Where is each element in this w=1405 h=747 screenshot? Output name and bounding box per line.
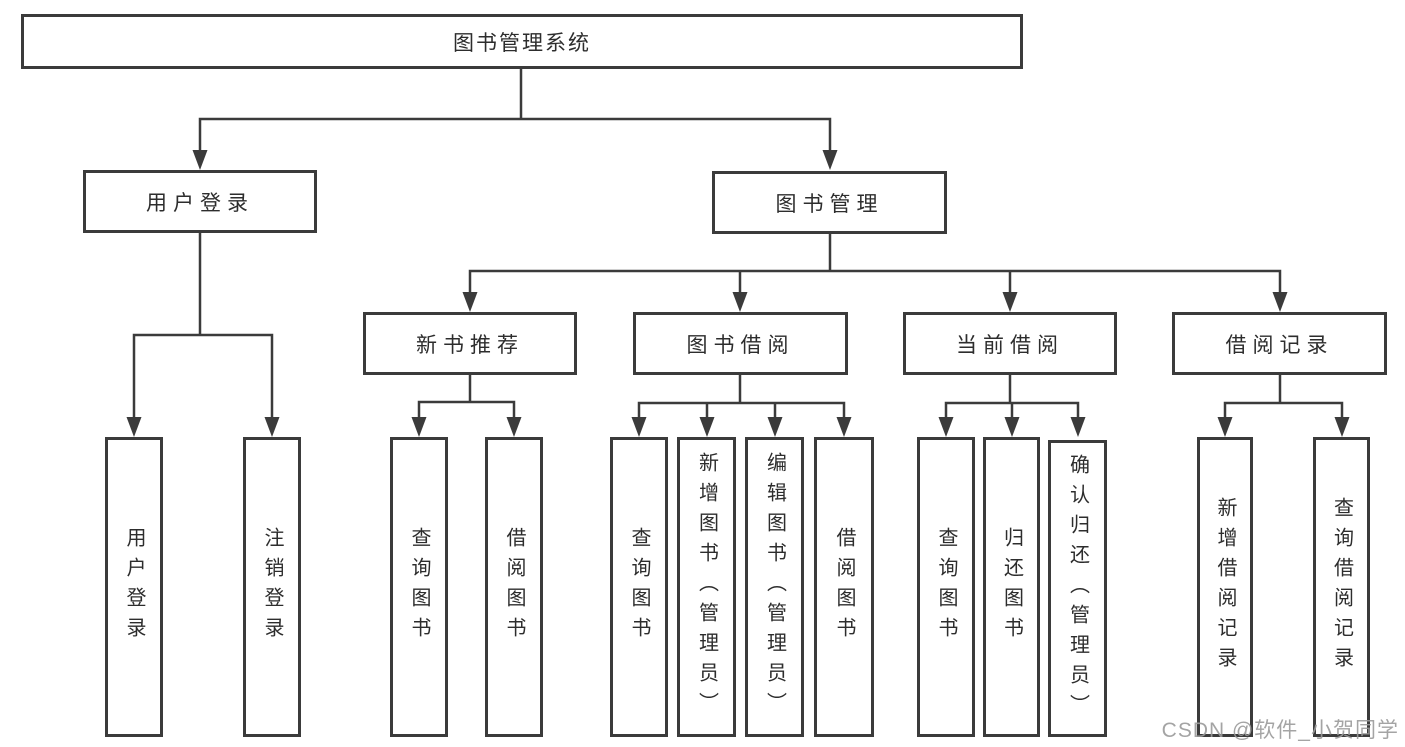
- leaf-add-books-admin-label: 新增图书（管理员）: [695, 452, 718, 722]
- leaf-logout: 注销登录: [243, 437, 301, 737]
- csdn-watermark: CSDN @软件_小贺同学: [1161, 719, 1399, 742]
- arrowhead-icons: [126, 150, 1350, 437]
- leaf-confirm-return-admin-label: 确认归还（管理员）: [1066, 453, 1089, 724]
- node-borrow-records: 借阅记录: [1172, 312, 1387, 375]
- node-current-borrow: 当前借阅: [903, 312, 1117, 375]
- leaf-logout-label: 注销登录: [261, 527, 283, 647]
- leaf-query-books-current: 查询图书: [917, 437, 975, 737]
- leaf-query-books-borrow: 查询图书: [610, 437, 668, 737]
- leaf-user-login-label: 用户登录: [123, 527, 145, 647]
- leaf-add-borrow-record: 新增借阅记录: [1197, 437, 1253, 737]
- node-library-management-system: 图书管理系统: [21, 14, 1023, 69]
- node-user-login: 用户登录: [83, 170, 317, 233]
- leaf-borrow-books-label: 借阅图书: [833, 527, 855, 647]
- leaf-add-books-admin: 新增图书（管理员）: [677, 437, 736, 737]
- leaf-query-books-borrow-label: 查询图书: [628, 527, 650, 647]
- leaf-confirm-return-admin: 确认归还（管理员）: [1048, 440, 1107, 737]
- leaf-borrow-books: 借阅图书: [814, 437, 874, 737]
- leaf-query-books-recommend-label: 查询图书: [408, 527, 430, 647]
- leaf-query-books-current-label: 查询图书: [935, 527, 957, 647]
- leaf-edit-books-admin: 编辑图书（管理员）: [745, 437, 804, 737]
- leaf-query-borrow-record: 查询借阅记录: [1313, 437, 1370, 737]
- leaf-query-books-recommend: 查询图书: [390, 437, 448, 737]
- leaf-return-books-label: 归还图书: [1000, 527, 1023, 647]
- leaf-borrow-books-recommend: 借阅图书: [485, 437, 543, 737]
- leaf-query-borrow-record-label: 查询借阅记录: [1330, 497, 1353, 677]
- leaf-user-login: 用户登录: [105, 437, 163, 737]
- node-book-borrow: 图书借阅: [633, 312, 848, 375]
- leaf-borrow-books-recommend-label: 借阅图书: [503, 527, 525, 647]
- leaf-return-books: 归还图书: [983, 437, 1040, 737]
- leaf-edit-books-admin-label: 编辑图书（管理员）: [763, 452, 786, 722]
- node-book-management: 图书管理: [712, 171, 947, 234]
- leaf-add-borrow-record-label: 新增借阅记录: [1214, 497, 1236, 677]
- node-new-book-recommend: 新书推荐: [363, 312, 577, 375]
